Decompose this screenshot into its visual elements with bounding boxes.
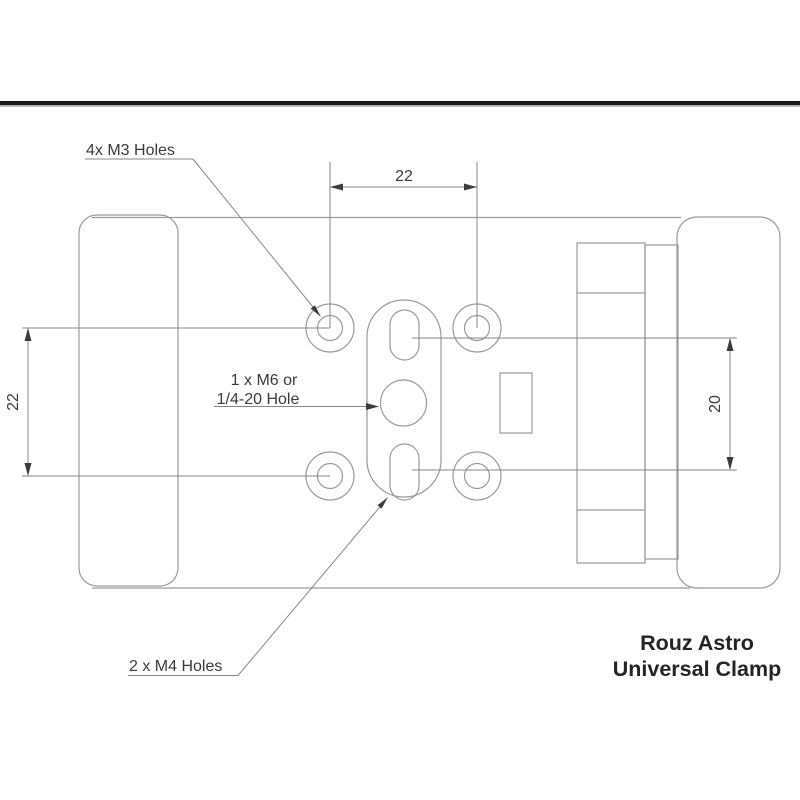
dimension-right-height: 20 — [412, 337, 737, 471]
m4-leader-arrowhead — [377, 497, 388, 509]
center-pocket-rect — [499, 372, 533, 434]
title-line1: Rouz Astro — [640, 631, 754, 655]
right-saddle-inner — [644, 244, 679, 560]
right-end-cap — [676, 216, 781, 589]
dimension-top-width: 22 — [329, 162, 478, 328]
center-slot-boss — [366, 299, 442, 501]
callout-m6-hole: 1 x M6 or 1/4-20 Hole — [214, 372, 379, 410]
left-end-cap — [78, 214, 179, 587]
top-rule-shadow — [0, 105, 800, 107]
dimension-left-height: 22 — [5, 327, 330, 477]
slot-boss-outline — [366, 299, 442, 498]
arrowhead-left — [330, 183, 343, 191]
m4-slot-bottom — [389, 443, 420, 501]
arrowhead-top — [726, 338, 734, 351]
m4-callout-label: 2 x M4 Holes — [129, 658, 222, 675]
m6-center-hole — [379, 379, 428, 427]
right-saddle-outer — [576, 242, 646, 564]
title-line2: Universal Clamp — [613, 657, 781, 681]
callout-m3-holes: 4x M3 Holes — [85, 142, 321, 317]
dimension-value-top: 22 — [395, 168, 413, 185]
sheet-top-rule — [0, 101, 800, 107]
dimension-value-right: 20 — [707, 395, 724, 413]
dimension-value-left: 22 — [5, 393, 22, 411]
m6-callout-label-line2: 1/4-20 Hole — [217, 391, 300, 408]
arrowhead-bottom — [726, 457, 734, 470]
m4-slot-top — [389, 309, 420, 361]
arrowhead-top — [24, 328, 32, 341]
m3-callout-label: 4x M3 Holes — [86, 142, 175, 159]
title-block: Rouz Astro Universal Clamp — [613, 631, 781, 681]
m6-callout-label-line1: 1 x M6 or — [231, 372, 298, 389]
clamp-body-outline — [78, 214, 781, 589]
m4-leader-line — [237, 501, 385, 676]
m3-leader-line — [192, 158, 318, 313]
top-rule-bar — [0, 101, 800, 105]
m3-leader-arrowhead — [310, 305, 321, 317]
m3-hole-bottom-right-inner — [463, 462, 491, 490]
arrowhead-bottom — [24, 463, 32, 476]
m6-leader-arrowhead — [366, 403, 379, 410]
callout-m4-holes: 2 x M4 Holes — [128, 497, 388, 676]
arrowhead-right — [464, 183, 477, 191]
m3-hole-bottom-right-outer — [452, 451, 502, 501]
m3-holes — [305, 303, 502, 501]
